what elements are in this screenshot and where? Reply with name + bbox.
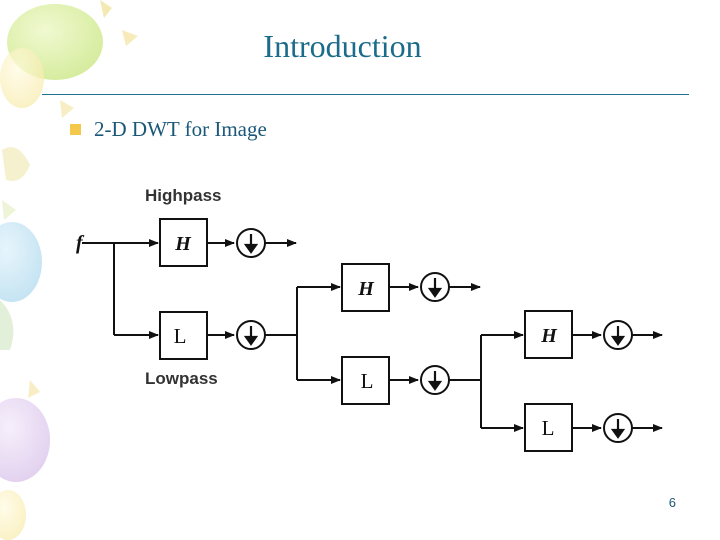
highpass-label: Highpass — [145, 186, 222, 205]
stage1-low-filter — [159, 311, 208, 360]
stage3-low-filter — [524, 403, 573, 452]
title-divider — [42, 94, 689, 95]
down-arrow-icon — [243, 326, 259, 346]
stage2-low-filter — [341, 356, 390, 405]
stage3-low-label: L — [542, 416, 555, 440]
down-arrow-icon — [243, 234, 259, 254]
page-number: 6 — [668, 495, 676, 510]
input-label: f — [76, 232, 85, 254]
bullet-square-icon — [70, 124, 81, 135]
bullet-text: 2-D DWT for Image — [94, 117, 267, 141]
down-arrow-icon — [427, 278, 443, 298]
stage2-low-label: L — [361, 369, 374, 393]
stage2-high-label: H — [357, 278, 375, 300]
down-arrow-icon — [610, 419, 626, 439]
stage1-high-filter — [159, 218, 208, 267]
down-arrow-icon — [610, 326, 626, 346]
slide-title: Introduction — [263, 28, 422, 64]
down-arrow-icon — [427, 371, 443, 391]
stage3-high-label: H — [540, 325, 558, 347]
stage1-high-label: H — [174, 233, 192, 255]
stage2-high-filter — [341, 263, 390, 312]
stage1-low-label: L — [174, 324, 187, 348]
lowpass-label: Lowpass — [145, 369, 218, 388]
balloon-decoration — [0, 0, 138, 540]
